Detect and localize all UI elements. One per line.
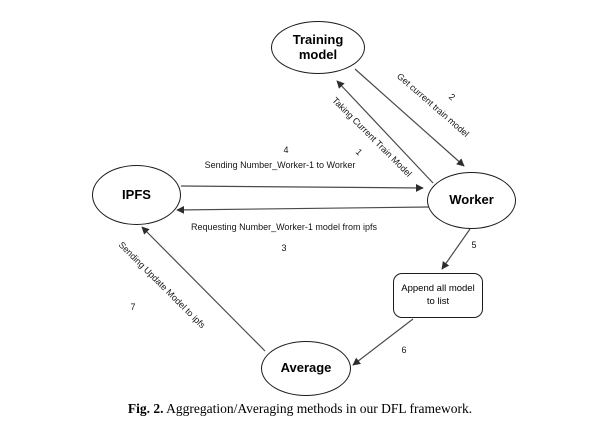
node-training-model: Training model xyxy=(271,21,365,74)
node-ipfs-label: IPFS xyxy=(122,186,151,202)
figure-caption-text: Aggregation/Averaging methods in our DFL… xyxy=(166,401,473,416)
edge-sending-update-model xyxy=(141,226,266,352)
node-worker: Worker xyxy=(427,172,516,229)
edge-number-3: 3 xyxy=(281,243,287,253)
node-ipfs: IPFS xyxy=(92,165,181,225)
node-append-all-model-to-list: Append all model to list xyxy=(393,273,483,318)
figure-caption-prefix: Fig. 2. xyxy=(127,401,164,416)
edge-get-current-train-model xyxy=(354,68,465,167)
edge-label-requesting-number-worker: Requesting Number_Worker-1 model from ip… xyxy=(191,222,377,232)
edge-sending-number-worker xyxy=(180,184,424,192)
edge-requesting-number-worker xyxy=(176,206,430,214)
edge-number-5: 5 xyxy=(471,240,477,250)
edge-number-7: 7 xyxy=(130,302,136,312)
edge-append-list-to-average xyxy=(352,318,414,366)
node-average-label: Average xyxy=(280,360,332,376)
node-append-list-label: Append all model to list xyxy=(401,283,475,307)
figure-caption: Fig. 2. Aggregation/Averaging methods in… xyxy=(0,401,600,417)
node-training-model-label: Training model xyxy=(292,31,344,62)
edge-label-sending-number-worker: Sending Number_Worker-1 to Worker xyxy=(204,160,356,170)
edge-taking-current-train-model xyxy=(336,80,434,184)
node-average: Average xyxy=(261,341,351,396)
edge-number-6: 6 xyxy=(401,345,407,355)
node-worker-label: Worker xyxy=(449,192,494,208)
edge-number-4: 4 xyxy=(283,145,289,155)
edge-worker-to-append-list xyxy=(441,228,471,270)
